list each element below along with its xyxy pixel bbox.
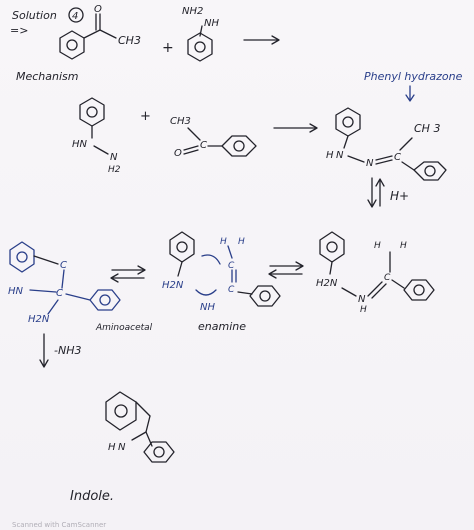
acetophenone-mech: CH3 C O [170, 116, 257, 159]
nh-label-enamine: NH [200, 302, 215, 313]
h-plus-label: H+ [390, 189, 409, 203]
h-label-right: H [360, 305, 367, 315]
svg-text:C: C [228, 261, 235, 271]
h2n-label-aminoacetal: H2N [28, 314, 50, 325]
hn-right-label: H [326, 150, 334, 161]
plus-sign-2: + [140, 109, 151, 124]
solution-label: Solution [12, 9, 57, 22]
phenylhydrazine-top: NH2 NH [182, 6, 219, 62]
benzene-ring-icon [319, 231, 345, 263]
curved-arrow-icon [201, 254, 221, 265]
benzene-ring-icon [249, 285, 281, 307]
plus-sign: + [162, 40, 174, 56]
aminoacetal-label: Aminoacetal [95, 323, 153, 333]
h2n-label-right: H2N [316, 278, 338, 289]
benzene-ring-icon [413, 161, 447, 181]
svg-text:H: H [400, 241, 407, 251]
benzene-ring-icon [79, 97, 105, 127]
ch3-right-label: CH 3 [414, 122, 440, 135]
nh-label: NH [204, 18, 219, 29]
n-label: N [110, 152, 118, 163]
minus-nh3-step: -NH3 [39, 333, 81, 368]
oxygen-label: O [174, 148, 182, 159]
aminoacetal-structure: C HN C H2N Aminoacetal [8, 241, 153, 333]
solution-number: 4 [72, 11, 78, 22]
equilibrium-arrows-1 [110, 265, 146, 283]
curved-arrow-icon [195, 289, 217, 296]
nh2-label: NH2 [182, 6, 203, 17]
benzene-ring-icon [89, 289, 121, 311]
benzene-ring-icon [221, 135, 257, 157]
benzene-ring-icon [59, 30, 85, 60]
indole-structure: H N [105, 391, 175, 463]
mechanism-label: Mechanism [16, 70, 79, 83]
c-label-aminoacetal-2: C [56, 288, 63, 299]
h2n-label-enamine: H2N [162, 280, 184, 291]
equilibrium-hplus: H+ [367, 177, 409, 208]
benzene-ring-icon [187, 32, 213, 62]
n-right-label: N [366, 158, 374, 169]
minus-nh3-label: -NH3 [54, 344, 81, 357]
indole-label: Indole. [70, 489, 114, 504]
phenylhydrazine-mech: HN N H2 [72, 97, 121, 175]
svg-text:C: C [384, 273, 391, 283]
equilibrium-arrows-2 [268, 261, 304, 279]
phenylhydrazone-product: H N N C CH 3 [326, 107, 447, 181]
svg-text:N: N [118, 442, 126, 453]
acetophenone-top: O CH3 [59, 4, 141, 60]
hn-label-aminoacetal: HN [8, 286, 24, 297]
ch3-label: CH3 [118, 34, 141, 47]
svg-text:H: H [374, 241, 381, 251]
phenylhydrazone-label: Phenyl hydrazone [364, 70, 463, 83]
carbonyl-c-label: C [200, 140, 207, 151]
benzene-ring-icon [169, 231, 195, 263]
c-label-aminoacetal: C [60, 260, 67, 271]
benzene-ring-icon [105, 391, 137, 431]
enamine-structure: H2N H H C C NH enamine [162, 231, 281, 333]
benzene-ring-icon [335, 107, 361, 137]
enamine-label: enamine [198, 320, 246, 333]
scanner-watermark: Scanned with CamScanner [12, 521, 107, 529]
hn-label: HN [72, 139, 88, 150]
implies-arrow: => [10, 24, 28, 37]
h2-label: H2 [108, 165, 121, 175]
c-right-label: C [394, 152, 401, 163]
protonated-hydrazone-structure: H2N N H C H H [316, 231, 435, 315]
benzene-ring-icon [9, 241, 35, 273]
svg-text:H: H [238, 237, 245, 247]
indole-nh-label: H [108, 442, 116, 453]
svg-text:N: N [336, 150, 344, 161]
benzene-ring-icon [403, 279, 435, 301]
solution-number-circle [68, 7, 84, 23]
ch3-label-left: CH3 [170, 116, 191, 127]
svg-text:H: H [220, 237, 227, 247]
benzene-ring-icon [143, 441, 175, 463]
n-label-right: N [358, 294, 366, 305]
svg-text:O: O [94, 4, 102, 15]
svg-text:C: C [228, 285, 235, 295]
